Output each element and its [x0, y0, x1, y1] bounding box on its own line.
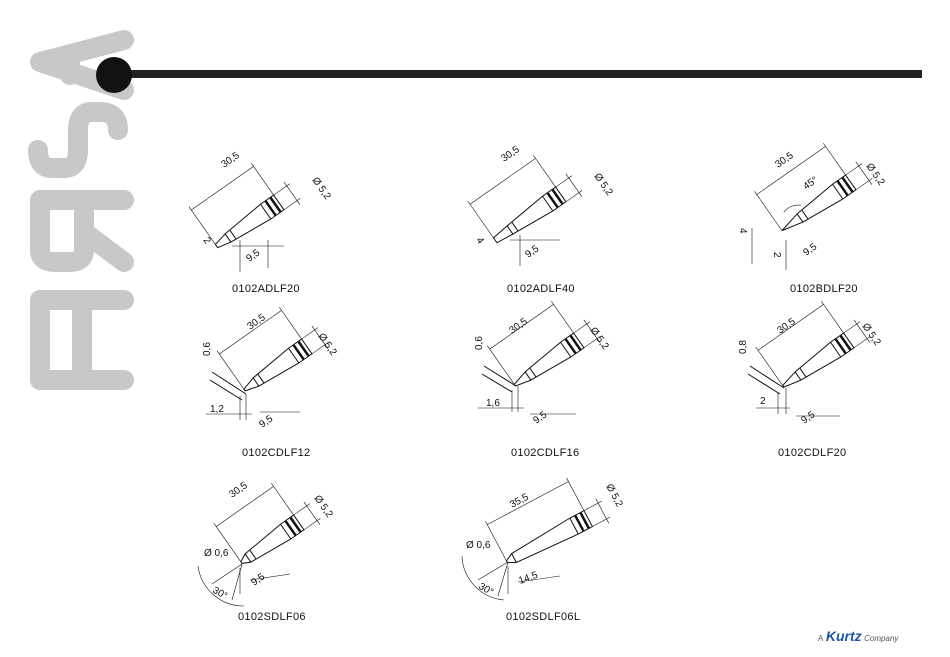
svg-text:9,5: 9,5: [799, 409, 817, 426]
svg-text:Ø 5,2: Ø 5,2: [310, 175, 333, 202]
svg-text:45°: 45°: [801, 175, 820, 193]
tip-drawing-0102CDLF12: [217, 296, 331, 402]
svg-text:30,5: 30,5: [219, 150, 242, 170]
svg-text:0,8: 0,8: [738, 340, 749, 354]
footer-prefix: A: [818, 634, 823, 643]
svg-text:1,2: 1,2: [210, 404, 224, 415]
tip-drawing-0102SDLF06: [214, 472, 323, 574]
svg-text:9,5: 9,5: [257, 413, 275, 430]
tip-label: 0102ADLF20: [232, 283, 300, 295]
svg-text:Ø 0,6: Ø 0,6: [466, 540, 491, 551]
svg-text:Ø 5,2: Ø 5,2: [860, 321, 883, 348]
svg-text:2: 2: [760, 396, 766, 407]
tip-drawing-0102CDLF16: [487, 290, 603, 397]
svg-text:30°: 30°: [211, 585, 230, 602]
tip-label: 0102ADLF40: [507, 283, 575, 295]
tip-label: 0102CDLF12: [242, 447, 310, 459]
svg-text:Ø 5,2: Ø 5,2: [588, 325, 611, 352]
svg-text:30,5: 30,5: [775, 316, 798, 336]
svg-text:2: 2: [771, 252, 782, 258]
tip-label: 0102BDLF20: [790, 283, 858, 295]
svg-text:30°: 30°: [477, 581, 496, 598]
svg-text:35,5: 35,5: [508, 492, 531, 511]
svg-text:30,5: 30,5: [499, 144, 522, 164]
footer-brand: Kurtz: [826, 628, 862, 644]
svg-text:9,5: 9,5: [531, 409, 549, 426]
svg-text:4: 4: [474, 235, 486, 246]
svg-text:30,5: 30,5: [773, 150, 796, 170]
kurtz-company-mark: A Kurtz Company: [818, 628, 898, 644]
svg-text:2: 2: [201, 235, 213, 246]
tip-label: 0102SDLF06: [238, 611, 306, 623]
tip-drawing-0102SDLF06L: [485, 469, 612, 575]
svg-text:9,5: 9,5: [244, 247, 262, 264]
svg-text:Ø 5,2: Ø 5,2: [864, 161, 887, 188]
tip-label: 0102SDLF06L: [506, 611, 580, 623]
tip-label: 0102CDLF20: [778, 447, 846, 459]
footer-suffix: Company: [864, 634, 898, 643]
svg-text:9,5: 9,5: [523, 243, 541, 260]
svg-text:4: 4: [737, 228, 748, 234]
svg-text:30,5: 30,5: [227, 480, 250, 500]
svg-text:30,5: 30,5: [245, 312, 268, 332]
svg-text:1,6: 1,6: [486, 398, 500, 409]
svg-text:Ø 5,2: Ø 5,2: [312, 493, 335, 520]
svg-text:Ø 5,2: Ø 5,2: [592, 171, 615, 198]
svg-text:Ø 5,2: Ø 5,2: [316, 331, 339, 358]
svg-text:30,5: 30,5: [507, 316, 530, 336]
svg-text:0,6: 0,6: [202, 342, 213, 356]
svg-text:9,5: 9,5: [801, 241, 819, 258]
svg-text:0,6: 0,6: [474, 336, 485, 350]
svg-text:Ø 0,6: Ø 0,6: [204, 548, 229, 559]
svg-text:9,5: 9,5: [249, 571, 267, 588]
tip-drawing-0102ADLF40: [468, 144, 585, 252]
svg-text:14,5: 14,5: [517, 570, 539, 587]
tip-label: 0102CDLF16: [511, 447, 579, 459]
svg-text:Ø 5,2: Ø 5,2: [603, 482, 624, 509]
